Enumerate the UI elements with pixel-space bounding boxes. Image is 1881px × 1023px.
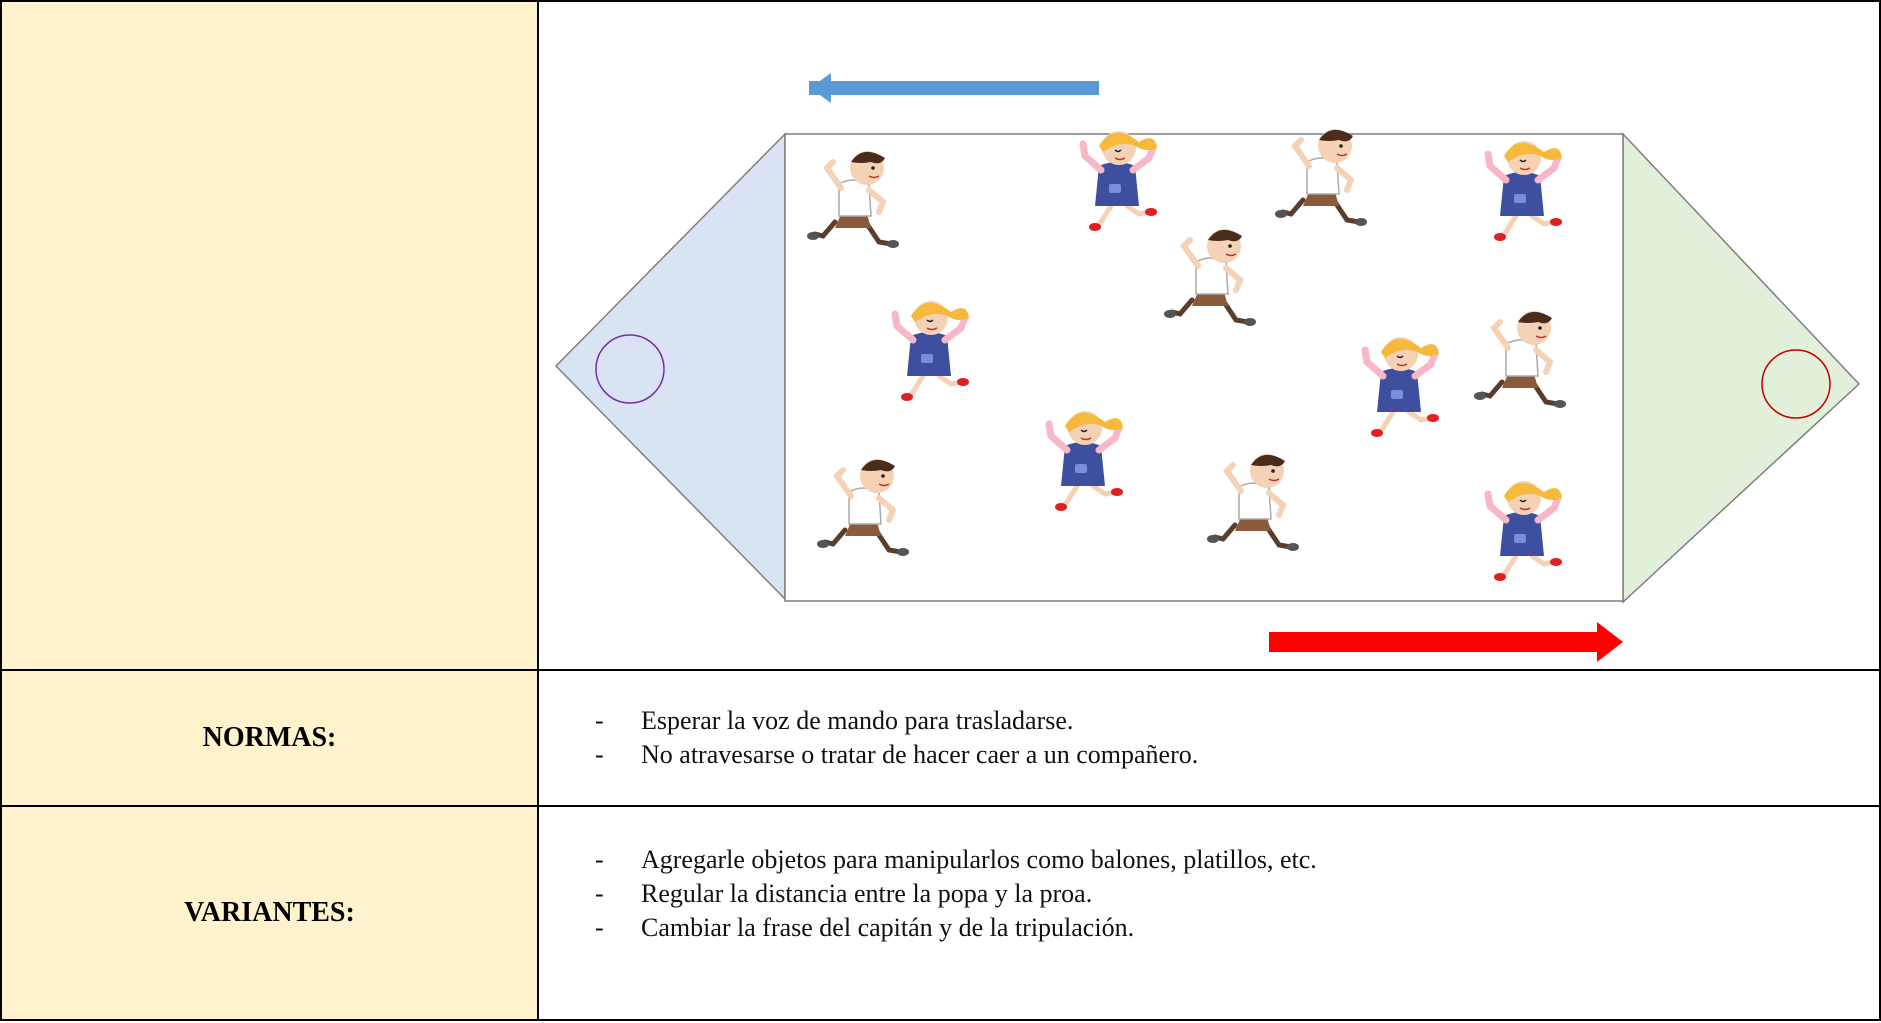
normas-label: NORMAS:	[0, 669, 539, 807]
variantes-item: Cambiar la frase del capitán y de la tri…	[595, 911, 1879, 945]
normas-list: Esperar la voz de mando para trasladarse…	[539, 704, 1879, 772]
variantes-item: Agregarle objetos para manipularlos como…	[595, 843, 1879, 877]
normas-item: No atravesarse o tratar de hacer caer a …	[595, 738, 1879, 772]
right-triangle-zone	[1622, 132, 1861, 604]
diagram-cell	[537, 0, 1881, 671]
normas-item: Esperar la voz de mando para trasladarse…	[595, 704, 1879, 738]
top-left-arrow	[809, 73, 1099, 103]
variantes-item: Regular la distancia entre la popa y la …	[595, 877, 1879, 911]
bottom-right-arrow	[1269, 622, 1623, 662]
normas-content: Esperar la voz de mando para trasladarse…	[537, 669, 1881, 807]
diagram-label-cell	[0, 0, 539, 671]
right-circle-marker	[1761, 349, 1831, 419]
left-circle-marker	[595, 334, 665, 404]
variantes-content: Agregarle objetos para manipularlos como…	[537, 805, 1881, 1021]
variantes-label: VARIANTES:	[0, 805, 539, 1021]
left-triangle-zone	[554, 132, 786, 601]
game-field-diagram	[554, 73, 1861, 662]
variantes-list: Agregarle objetos para manipularlos como…	[539, 843, 1879, 945]
